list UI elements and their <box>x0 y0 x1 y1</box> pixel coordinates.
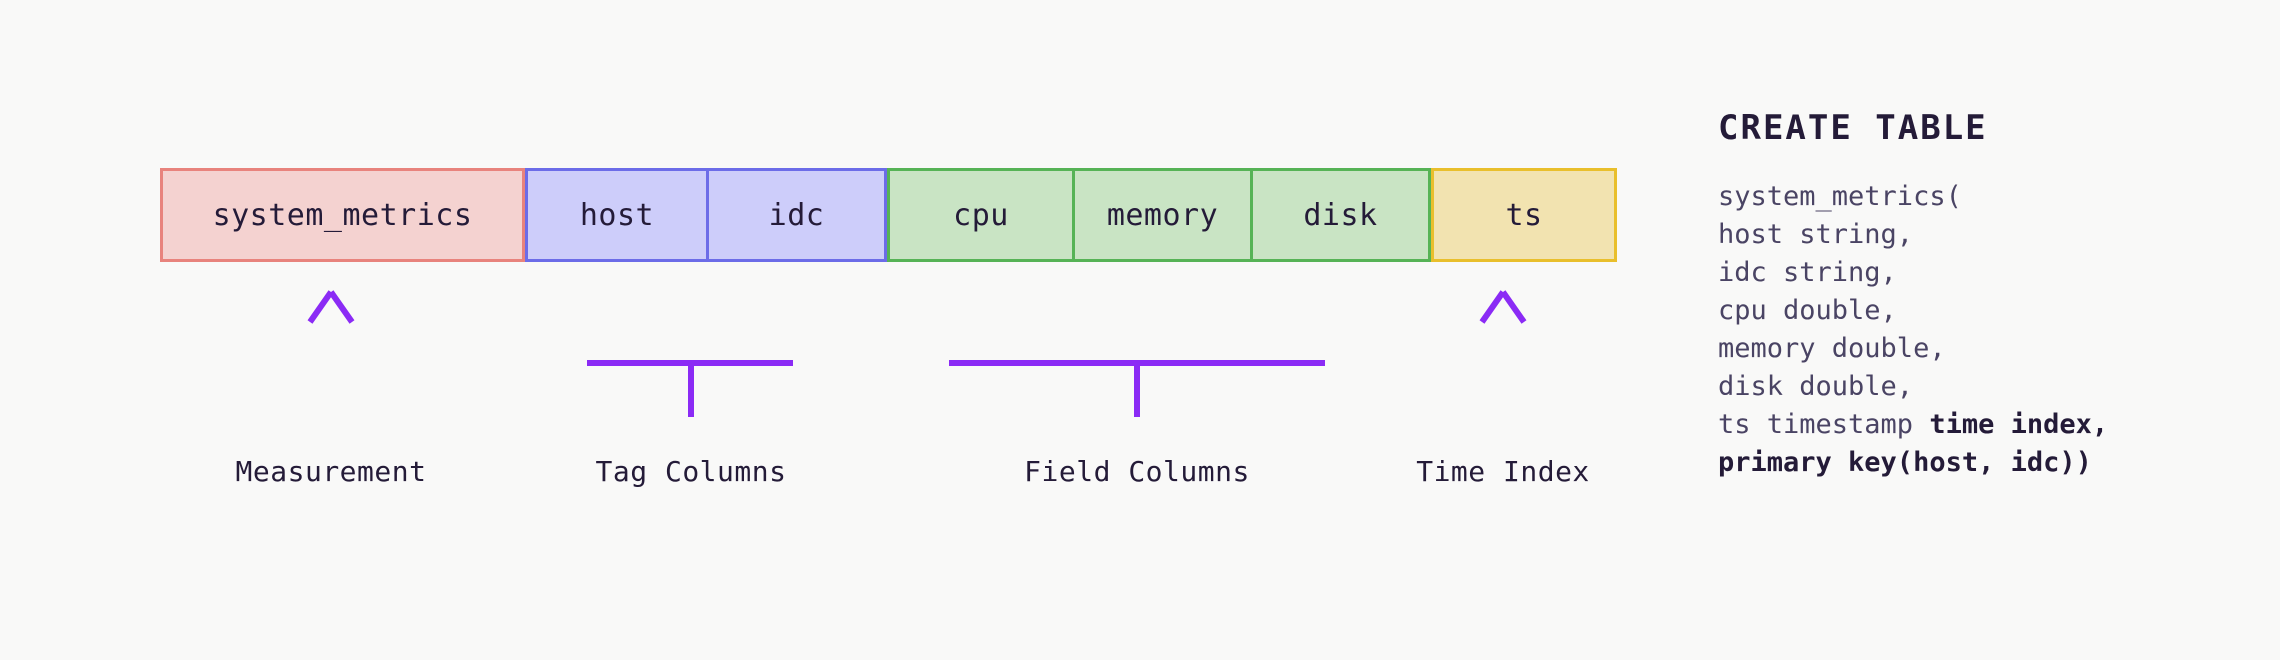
cell-memory: memory <box>1072 171 1250 259</box>
sql-line-7-tail: , <box>2091 409 2109 440</box>
field-columns-bracket <box>949 300 1325 417</box>
time-index-arrow <box>1479 290 1527 414</box>
measurement-arrow <box>307 290 355 414</box>
sql-line-4: cpu double, <box>1718 295 1897 326</box>
create-table-body: system_metrics( host string, idc string,… <box>1718 178 2108 482</box>
sql-line-2: host string, <box>1718 219 1914 250</box>
cell-idc: idc <box>706 171 884 259</box>
schema-row: system_metrics host idc cpu memory disk … <box>160 168 1617 262</box>
cell-host: host <box>579 197 655 233</box>
measurement-group: system_metrics <box>160 168 525 262</box>
label-tag-columns: Tag Columns <box>595 455 787 488</box>
sql-line-7: ts timestamp time index, <box>1718 406 2108 444</box>
label-measurement: Measurement <box>235 455 427 488</box>
sql-line-6: disk double, <box>1718 371 1914 402</box>
sql-line-7-prefix: ts timestamp <box>1718 409 1930 440</box>
tag-columns-group: host idc <box>525 168 887 262</box>
field-columns-group: cpu memory disk <box>887 168 1431 262</box>
tag-columns-bracket <box>587 300 793 417</box>
sql-line-5: memory double, <box>1718 333 1946 364</box>
cell-disk: disk <box>1250 171 1428 259</box>
sql-line-3: idc string, <box>1718 257 1897 288</box>
sql-line-7-keyword: time index <box>1929 409 2092 440</box>
label-field-columns: Field Columns <box>1024 455 1250 488</box>
cell-ts: ts <box>1505 197 1543 233</box>
cell-system-metrics: system_metrics <box>212 197 473 233</box>
create-table-panel: CREATE TABLE system_metrics( host string… <box>1718 108 2108 482</box>
sql-line-8: primary key(host, idc)) <box>1718 447 2092 478</box>
time-index-group: ts <box>1431 168 1617 262</box>
label-time-index: Time Index <box>1416 455 1590 488</box>
sql-line-1: system_metrics( <box>1718 181 1962 212</box>
cell-cpu: cpu <box>953 197 1009 233</box>
create-table-title: CREATE TABLE <box>1718 108 1988 148</box>
